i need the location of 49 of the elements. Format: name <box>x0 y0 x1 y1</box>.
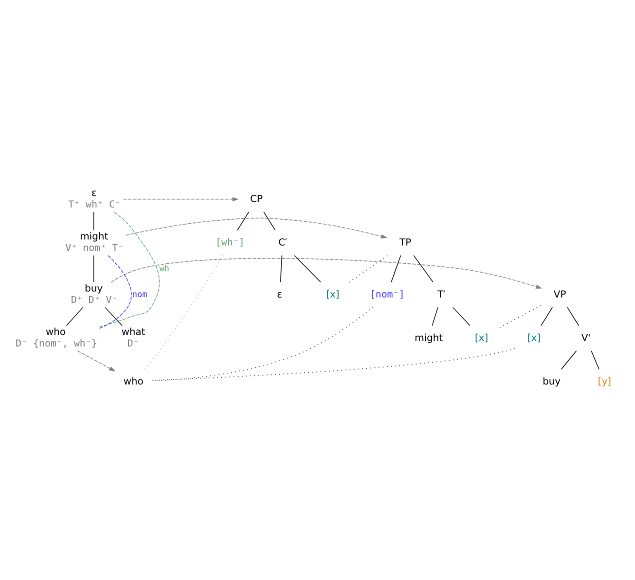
node-text: [y] <box>598 376 612 388</box>
connector <box>104 306 122 326</box>
connector <box>263 211 276 230</box>
arrow <box>77 350 116 371</box>
node-text: ε <box>277 289 282 300</box>
connector <box>390 254 402 282</box>
connector <box>152 306 374 381</box>
connector <box>93 254 94 282</box>
connector <box>567 306 580 326</box>
node-text: ε T⁺ wh⁺ C⁻ <box>68 187 121 210</box>
node-text: V' <box>581 332 591 344</box>
connector <box>432 306 438 326</box>
connector <box>93 211 94 230</box>
node-text: who <box>124 376 144 388</box>
connector <box>99 254 132 328</box>
connector <box>66 306 84 326</box>
connector <box>144 254 224 370</box>
node-text: T′ <box>437 289 446 300</box>
connector <box>560 350 577 370</box>
connector <box>500 304 542 328</box>
node-text: who D⁻ {nom⁻, wh⁻} <box>16 326 98 350</box>
node-text: C′ <box>278 237 288 248</box>
node-text: TP <box>399 237 412 248</box>
connector <box>540 306 553 326</box>
arrow <box>122 196 239 201</box>
node-text: [wh⁻] <box>215 237 245 248</box>
edge-label: wh <box>159 262 170 272</box>
edge-label: nom <box>132 288 148 298</box>
node-text: buy D⁺ D⁺ V⁻ <box>70 282 118 306</box>
node-text: [x] <box>527 332 541 344</box>
node-text: VP <box>554 289 566 300</box>
node-text: what D⁻ <box>121 326 146 350</box>
connector <box>348 254 388 282</box>
node-text: [nom⁻] <box>370 289 405 300</box>
node-text: CP <box>250 194 263 205</box>
arrow <box>126 217 388 238</box>
connector <box>413 254 434 282</box>
connector <box>294 254 321 282</box>
arrow <box>110 257 542 288</box>
node-text: [x] <box>474 332 488 344</box>
node-text: might <box>414 332 443 344</box>
node-text: might V⁺ nom⁺ T⁻ <box>65 230 124 254</box>
connector <box>99 210 160 327</box>
connector <box>452 306 470 326</box>
connector <box>237 211 250 230</box>
node-text: [x] <box>326 289 340 300</box>
connector <box>280 254 282 282</box>
connector <box>590 350 600 370</box>
node-text: buy <box>542 376 561 388</box>
